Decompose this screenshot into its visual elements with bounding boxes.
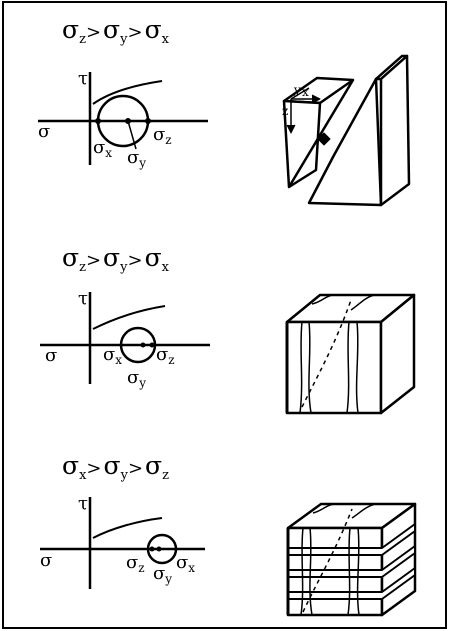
panel-2-condition: σz>σy>σx — [62, 243, 170, 275]
sigma-y-point — [140, 342, 146, 348]
tau-label: τ — [78, 68, 88, 89]
failure-envelope — [92, 305, 166, 330]
tau-label: τ — [78, 493, 88, 514]
sigma-y-label: σy — [127, 367, 146, 390]
sigma-z-point — [149, 546, 155, 552]
sigma-axis-label: σ — [38, 121, 50, 142]
sigma-axis-label: σ — [45, 345, 57, 366]
vertical-fractures — [299, 294, 375, 414]
sigma-z-point — [145, 118, 151, 124]
layered-jointed-block — [286, 502, 417, 617]
sigma-z-label: σz — [153, 124, 172, 147]
sigma-x-point — [95, 118, 101, 124]
panel-1-condition: σz>σy>σx — [62, 15, 170, 47]
panel-1: σz>σy>σx τ σ σx σy σz — [38, 15, 411, 207]
block-front-face — [282, 99, 322, 189]
jointed-block — [285, 293, 416, 415]
axis-y-label: y — [293, 83, 301, 97]
sigma-y-label: σy — [127, 147, 146, 170]
fault-trace-dashed — [302, 508, 353, 613]
failure-envelope — [92, 80, 163, 105]
fault-trace — [287, 79, 355, 188]
axis-z-label: z — [282, 104, 288, 118]
z-arrowhead — [286, 124, 296, 134]
panel-3: σx>σy>σz τ σ σz σy σx — [40, 451, 417, 617]
panel-2: σz>σy>σx τ σ σx σy σz — [40, 243, 416, 415]
sigma-x-label: σx — [103, 344, 122, 367]
mohr-diagram-2: τ σ σx σy σz — [40, 288, 210, 390]
failure-envelope — [92, 517, 163, 539]
vertical-fractures — [300, 503, 376, 616]
sigma-z-label: σz — [156, 344, 175, 367]
mohr-circle — [146, 533, 178, 565]
sigma-y-leader — [127, 120, 137, 150]
mohr-diagram-3: τ σ σz σy σx — [40, 493, 205, 589]
axis-x-label: x — [302, 85, 309, 99]
slip-marker — [317, 132, 331, 146]
faulted-block — [282, 54, 411, 207]
block-side-face — [379, 293, 416, 415]
sigma-z-label: σz — [126, 552, 145, 575]
fault-trace-dashed — [301, 299, 352, 408]
sigma-y-label: σy — [153, 563, 172, 586]
mohr-diagram-1: τ σ σx σy σz — [38, 68, 208, 170]
sigma-x-label: σx — [176, 552, 195, 575]
tau-label: τ — [78, 288, 88, 309]
sigma-axis-label: σ — [40, 550, 52, 571]
y-arrow — [290, 87, 310, 100]
hanging-wall-side — [379, 54, 411, 207]
panel-3-condition: σx>σy>σz — [62, 451, 169, 483]
sigma-y-point — [156, 546, 162, 552]
mohr-circle — [119, 326, 157, 364]
sigma-z-point — [149, 342, 155, 348]
sigma-x-label: σx — [93, 137, 112, 160]
x-arrowhead — [311, 94, 321, 104]
